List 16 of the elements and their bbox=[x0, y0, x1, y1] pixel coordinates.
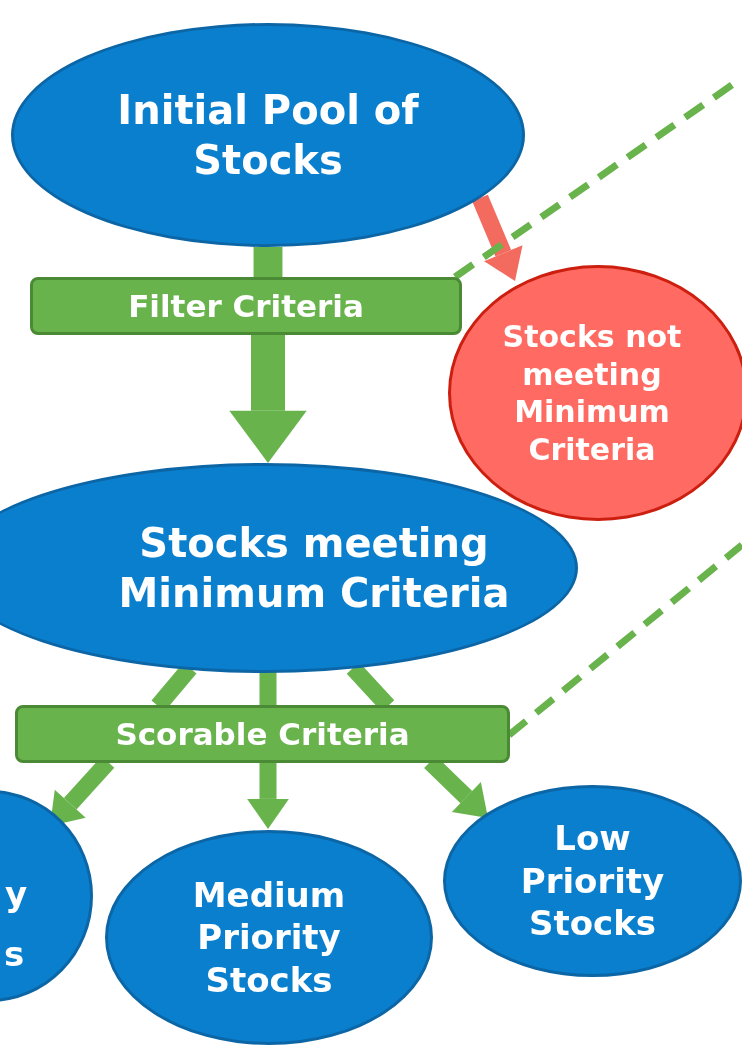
node-label: Stocks not meeting Minimum Criteria bbox=[501, 318, 683, 468]
connector bbox=[259, 672, 277, 706]
node-label: Filter Criteria bbox=[128, 286, 364, 326]
node-label: Medium Priority Stocks bbox=[191, 873, 347, 1002]
connector bbox=[253, 247, 283, 278]
node-label: y bbox=[5, 873, 28, 916]
criteria-bar bbox=[30, 277, 462, 335]
node-label: s bbox=[4, 933, 25, 976]
node-label: Scorable Criteria bbox=[115, 714, 410, 754]
arrow bbox=[229, 334, 307, 463]
node-label: Stocks meeting Minimum Criteria bbox=[117, 519, 511, 618]
arrow bbox=[247, 762, 289, 829]
node-label: Low Priority Stocks bbox=[519, 817, 666, 945]
node-label: Initial Pool of Stocks bbox=[116, 86, 420, 185]
criteria-bar bbox=[15, 705, 510, 763]
arrow bbox=[472, 194, 523, 281]
